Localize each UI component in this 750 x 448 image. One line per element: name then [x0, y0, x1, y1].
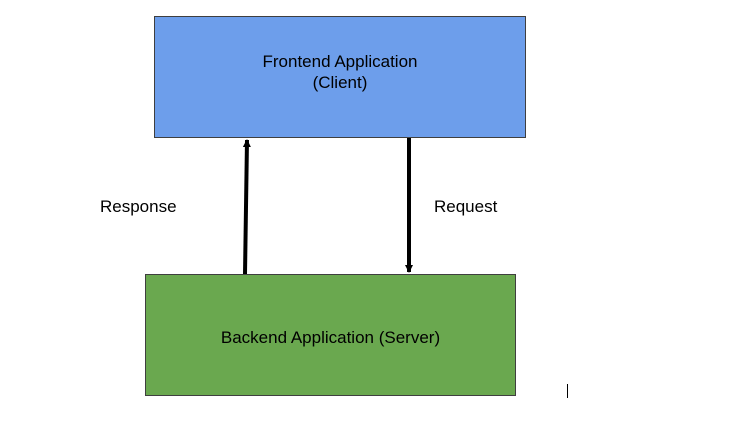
- frontend-application-subtitle: (Client): [312, 73, 368, 92]
- frontend-application-label: Frontend Application (Client): [263, 51, 418, 93]
- text-cursor: [567, 384, 568, 398]
- backend-application-label: Backend Application (Server): [220, 327, 441, 347]
- frontend-application-title: Frontend Application: [262, 52, 418, 71]
- response-arrow: [242, 139, 251, 275]
- request-label: Request: [434, 197, 498, 216]
- response-label: Response: [100, 197, 177, 216]
- backend-application-box: Backend Application (Server): [145, 274, 516, 396]
- frontend-application-box: Frontend Application (Client): [154, 16, 526, 138]
